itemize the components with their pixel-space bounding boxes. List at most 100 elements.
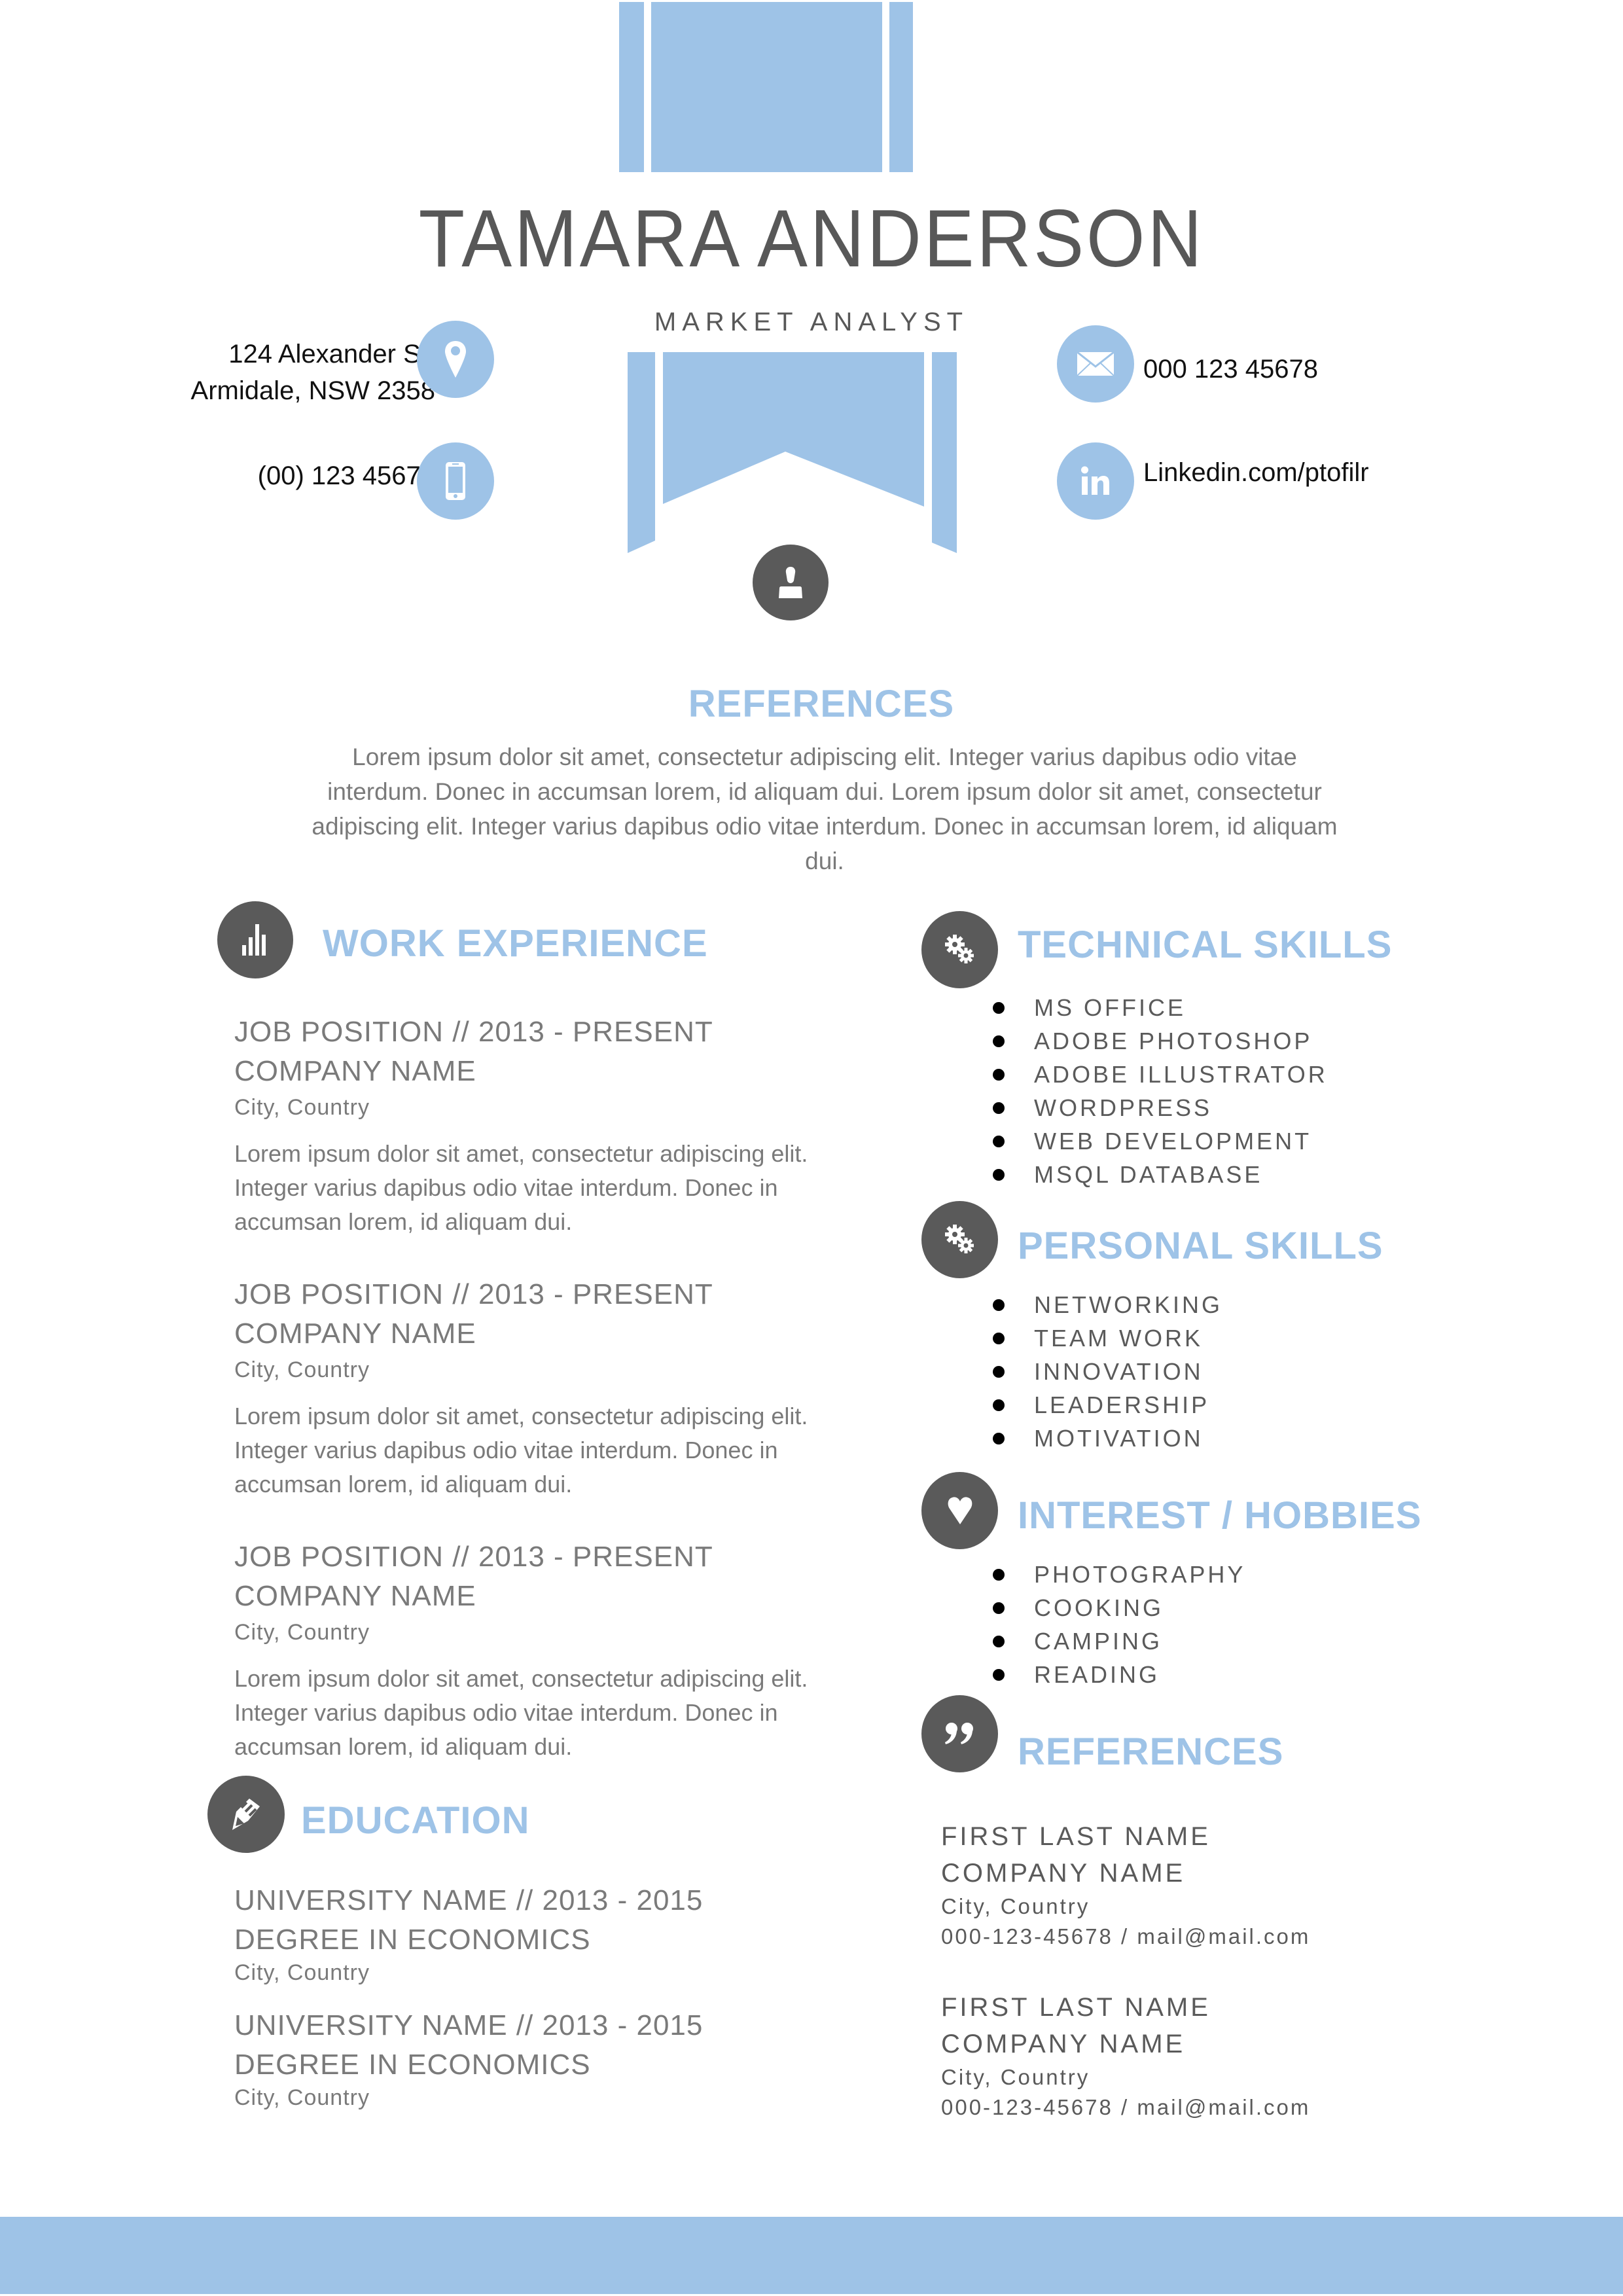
reference-contact[interactable]: 000-123-45678 / mail@mail.com — [941, 2095, 1311, 2119]
skill-item: WEB DEVELOPMENT — [993, 1124, 1328, 1158]
reference-entry: FIRST LAST NAME COMPANY NAME City, Count… — [941, 1989, 1310, 2123]
reference-entry: FIRST LAST NAME COMPANY NAME City, Count… — [941, 1818, 1310, 1952]
reference-company: COMPANY NAME — [941, 2030, 1186, 2058]
footer-band — [0, 2217, 1623, 2294]
desc-line: Lorem ipsum dolor sit amet, consectetur … — [234, 1665, 808, 1692]
work-entry: JOB POSITION // 2013 - PRESENT COMPANY N… — [234, 1275, 928, 1501]
bullet-icon — [993, 1399, 1005, 1411]
desc-line: accumsan lorem, id aliquam dui. — [234, 1471, 573, 1498]
skill-label: MS OFFICE — [1034, 994, 1186, 1021]
skill-item: ADOBE PHOTOSHOP — [993, 1024, 1328, 1058]
heart-icon — [921, 1472, 998, 1549]
skill-item: MOTIVATION — [993, 1422, 1222, 1455]
reference-location: City, Country — [941, 2065, 1090, 2089]
envelope-icon — [1057, 325, 1134, 403]
job-description: Lorem ipsum dolor sit amet, consectetur … — [234, 1662, 928, 1764]
job-location: City, Country — [234, 1095, 370, 1120]
reference-name: FIRST LAST NAME — [941, 1993, 1211, 2022]
address-line-2: Armidale, NSW 2358 — [190, 376, 435, 405]
desc-line: Lorem ipsum dolor sit amet, consectetur … — [234, 1140, 808, 1167]
hobby-label: COOKING — [1034, 1594, 1164, 1621]
bullet-icon — [993, 1433, 1005, 1444]
school-name: UNIVERSITY NAME // 2013 - 2015 — [234, 2009, 704, 2041]
personal-skills-heading: PERSONAL SKILLS — [1018, 1225, 1383, 1267]
degree: DEGREE IN ECONOMICS — [234, 1924, 591, 1956]
linkedin-link[interactable]: Linkedin.com/ptofilr — [1143, 458, 1369, 487]
company-name: COMPANY NAME — [234, 1580, 476, 1612]
bullet-icon — [993, 1035, 1005, 1047]
skill-label: WEB DEVELOPMENT — [1034, 1128, 1312, 1155]
school-location: City, Country — [234, 1960, 370, 1985]
bar-chart-icon — [217, 901, 293, 978]
job-location: City, Country — [234, 1620, 370, 1645]
personal-skills-list: NETWORKING TEAM WORK INNOVATION LEADERSH… — [993, 1288, 1222, 1455]
ribbon-top-center — [651, 2, 882, 172]
work-entry: JOB POSITION // 2013 - PRESENT COMPANY N… — [234, 1013, 928, 1239]
linkedin-icon[interactable] — [1057, 442, 1134, 520]
skill-label: INNOVATION — [1034, 1358, 1204, 1385]
desc-line: accumsan lorem, id aliquam dui. — [234, 1733, 573, 1760]
company-name: COMPANY NAME — [234, 1318, 476, 1350]
gears-icon — [921, 1201, 998, 1278]
bullet-icon — [993, 1602, 1005, 1614]
ribbon-top-right-strip — [889, 2, 913, 172]
intro-line: interdum. Donec in accumsan lorem, id al… — [327, 778, 1322, 805]
skill-item: ADOBE ILLUSTRATOR — [993, 1058, 1328, 1091]
bullet-icon — [993, 1569, 1005, 1581]
phone-number: (00) 123 45678 — [257, 461, 435, 490]
bullet-icon — [993, 1299, 1005, 1311]
skill-label: LEADERSHIP — [1034, 1391, 1210, 1418]
bullet-icon — [993, 1366, 1005, 1378]
work-entry: JOB POSITION // 2013 - PRESENT COMPANY N… — [234, 1537, 928, 1764]
intro-line: adipiscing elit. Integer varius dapibus … — [312, 813, 1338, 840]
job-location: City, Country — [234, 1357, 370, 1382]
desc-line: Lorem ipsum dolor sit amet, consectetur … — [234, 1403, 808, 1429]
skill-label: NETWORKING — [1034, 1291, 1222, 1318]
reference-company: COMPANY NAME — [941, 1859, 1186, 1888]
work-experience-heading: WORK EXPERIENCE — [323, 922, 708, 965]
hobby-item: READING — [993, 1658, 1245, 1691]
bullet-icon — [993, 1069, 1005, 1081]
education-entry: UNIVERSITY NAME // 2013 - 2015 DEGREE IN… — [234, 2006, 703, 2111]
intro-line: dui. — [805, 848, 844, 874]
skill-label: ADOBE PHOTOSHOP — [1034, 1028, 1313, 1054]
hobbies-list: PHOTOGRAPHY COOKING CAMPING READING — [993, 1558, 1245, 1691]
skill-label: WORDPRESS — [1034, 1094, 1213, 1121]
hobbies-heading: INTEREST / HOBBIES — [1018, 1494, 1422, 1537]
bullet-icon — [993, 1002, 1005, 1014]
intro-line: Lorem ipsum dolor sit amet, consectetur … — [352, 744, 1297, 770]
job-position: JOB POSITION // 2013 - PRESENT — [234, 1278, 713, 1310]
skill-label: MSQL DATABASE — [1034, 1161, 1263, 1188]
reference-contact[interactable]: 000-123-45678 / mail@mail.com — [941, 1924, 1311, 1948]
school-location: City, Country — [234, 2085, 370, 2110]
mobile-phone-icon — [417, 442, 494, 520]
bullet-icon — [993, 1669, 1005, 1681]
job-description: Lorem ipsum dolor sit amet, consectetur … — [234, 1399, 928, 1501]
skill-item: MSQL DATABASE — [993, 1158, 1328, 1191]
location-pin-icon — [417, 321, 494, 398]
education-heading: EDUCATION — [301, 1799, 530, 1842]
candidate-name: TAMARA ANDERSON — [418, 194, 1205, 284]
pencil-icon — [207, 1776, 285, 1853]
skill-item: NETWORKING — [993, 1288, 1222, 1321]
intro-paragraph: Lorem ipsum dolor sit amet, consectetur … — [196, 740, 1453, 878]
hobby-label: CAMPING — [1034, 1628, 1163, 1655]
hobby-label: PHOTOGRAPHY — [1034, 1561, 1246, 1588]
bullet-icon — [993, 1169, 1005, 1181]
address: 124 Alexander St. Armidale, NSW 2358 — [43, 336, 435, 409]
desc-line: Integer varius dapibus odio vitae interd… — [234, 1174, 778, 1201]
school-name: UNIVERSITY NAME // 2013 - 2015 — [234, 1884, 704, 1916]
address-line-1: 124 Alexander St. — [228, 340, 435, 368]
skill-item: WORDPRESS — [993, 1091, 1328, 1124]
skill-label: ADOBE ILLUSTRATOR — [1034, 1061, 1328, 1088]
bullet-icon — [993, 1636, 1005, 1647]
hobby-item: PHOTOGRAPHY — [993, 1558, 1245, 1591]
technical-skills-list: MS OFFICE ADOBE PHOTOSHOP ADOBE ILLUSTRA… — [993, 991, 1328, 1191]
company-name: COMPANY NAME — [234, 1055, 476, 1087]
reference-name: FIRST LAST NAME — [941, 1822, 1211, 1851]
technical-skills-heading: TECHNICAL SKILLS — [1018, 924, 1393, 966]
quote-icon — [921, 1695, 998, 1772]
skill-item: TEAM WORK — [993, 1321, 1222, 1355]
education-entry: UNIVERSITY NAME // 2013 - 2015 DEGREE IN… — [234, 1881, 703, 1986]
person-icon — [753, 545, 829, 620]
